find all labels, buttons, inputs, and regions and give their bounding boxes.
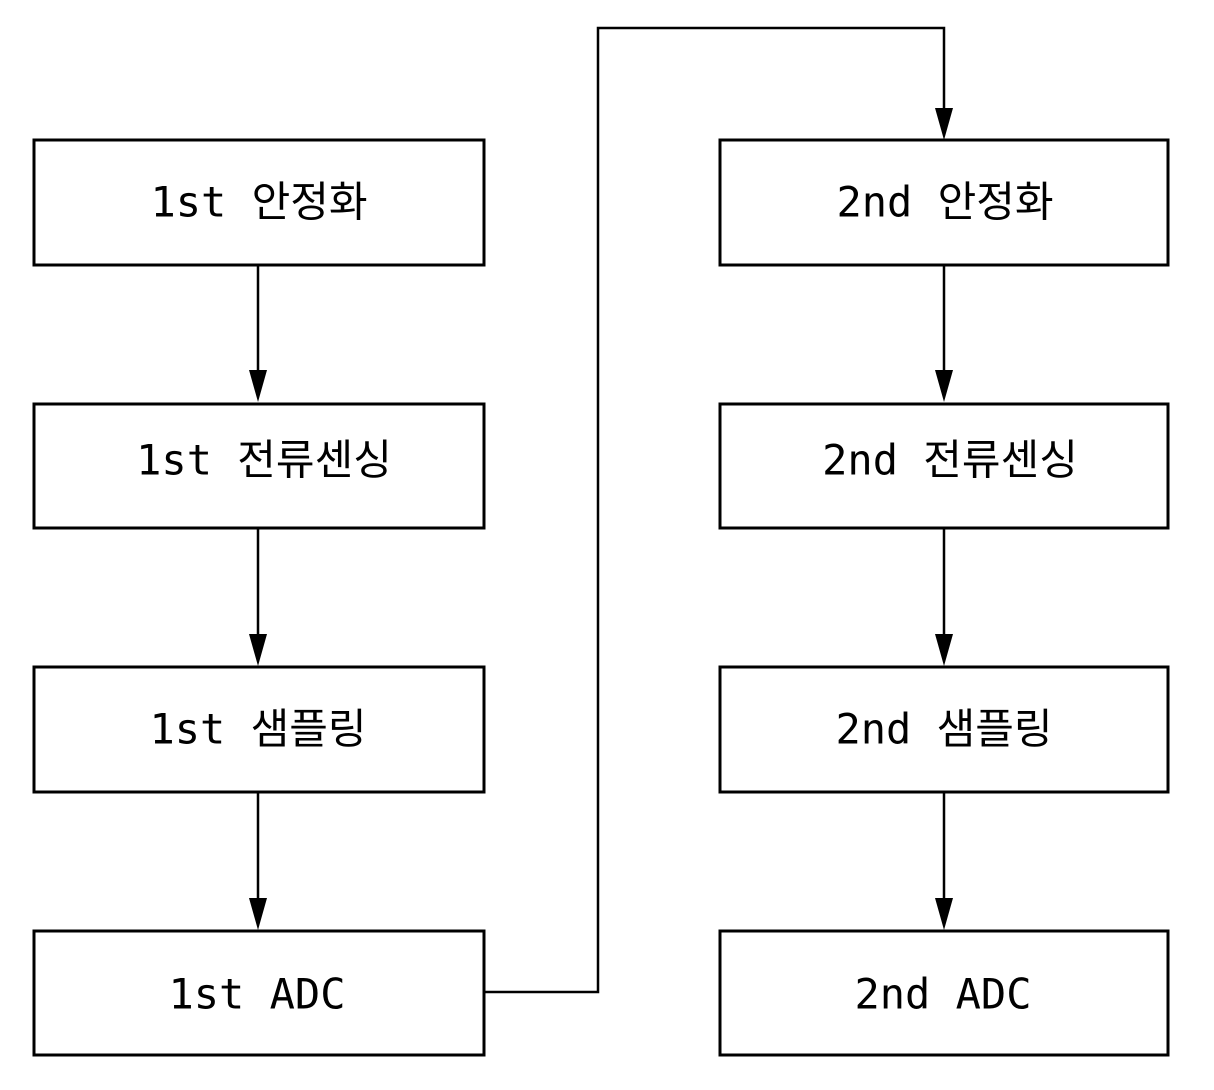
node-label: 2nd 샘플링: [835, 705, 1052, 754]
node-label: 1st 안정화: [150, 178, 367, 227]
node-s1-sense: 1st 전류센싱: [34, 404, 484, 528]
node-label: 2nd 안정화: [836, 178, 1053, 227]
node-s1-adc: 1st ADC: [34, 931, 484, 1055]
arrowhead-s2-stabilize: [935, 108, 953, 140]
arrowhead-s1-sense: [249, 370, 267, 402]
node-s1-stabilize: 1st 안정화: [34, 140, 484, 265]
node-label: 1st ADC: [168, 970, 345, 1019]
node-label: 1st 샘플링: [149, 705, 366, 754]
node-s2-sample: 2nd 샘플링: [720, 667, 1168, 792]
node-s2-stabilize: 2nd 안정화: [720, 140, 1168, 265]
node-label: 2nd ADC: [854, 970, 1031, 1019]
arrowhead-s1-sample: [249, 634, 267, 666]
node-label: 1st 전류센싱: [136, 436, 392, 485]
arrowhead-s2-sense: [935, 370, 953, 402]
node-s2-adc: 2nd ADC: [720, 931, 1168, 1055]
arrowhead-s2-adc: [935, 898, 953, 930]
node-s2-sense: 2nd 전류센싱: [720, 404, 1168, 528]
node-s1-sample: 1st 샘플링: [34, 667, 484, 792]
arrowhead-s2-sample: [935, 634, 953, 666]
arrowhead-s1-adc: [249, 898, 267, 930]
node-label: 2nd 전류센싱: [822, 436, 1078, 485]
